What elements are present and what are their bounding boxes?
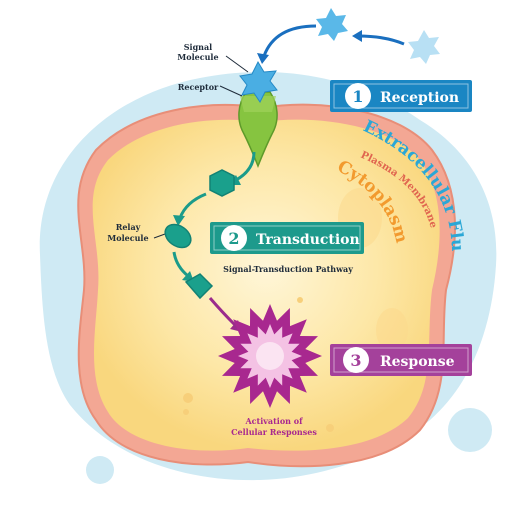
relay-molecule-label-1: Relay <box>116 222 141 232</box>
stage-label-reception: Reception <box>380 90 459 106</box>
activation-label-2: Cellular Responses <box>231 427 317 437</box>
receptor <box>238 91 278 169</box>
signal-molecule-bound <box>239 60 278 103</box>
cellular-response <box>218 304 322 408</box>
receptor-label: Receptor <box>178 82 219 92</box>
cell <box>77 103 456 468</box>
signal-transduction-pathway-label: Signal-Transduction Pathway <box>223 264 353 274</box>
stage-tag-reception: 1 Reception <box>330 80 472 112</box>
stage-label-response: Response <box>380 354 455 370</box>
signal-molecule-label-2: Molecule <box>177 52 218 62</box>
relay-molecule-1 <box>209 169 235 197</box>
stage-number-3: 3 <box>350 351 361 370</box>
signal-molecule-mid <box>316 8 348 41</box>
incoming-signal-arrow <box>257 24 405 64</box>
stage-tag-transduction: 2 Transduction <box>210 222 364 254</box>
stage-label-transduction: Transduction <box>256 232 360 248</box>
relay-molecule-3 <box>184 273 214 300</box>
relay-molecule-2 <box>164 223 192 249</box>
stage-tag-response: 3 Response <box>330 344 472 376</box>
signal-molecule-label-1: Signal <box>184 42 212 52</box>
stage-number-2: 2 <box>228 229 239 248</box>
relay-molecule-label-2: Molecule <box>107 233 148 243</box>
activation-label-1: Activation of <box>244 416 303 426</box>
stage-number-1: 1 <box>352 87 363 106</box>
signal-molecule-far <box>408 30 440 64</box>
